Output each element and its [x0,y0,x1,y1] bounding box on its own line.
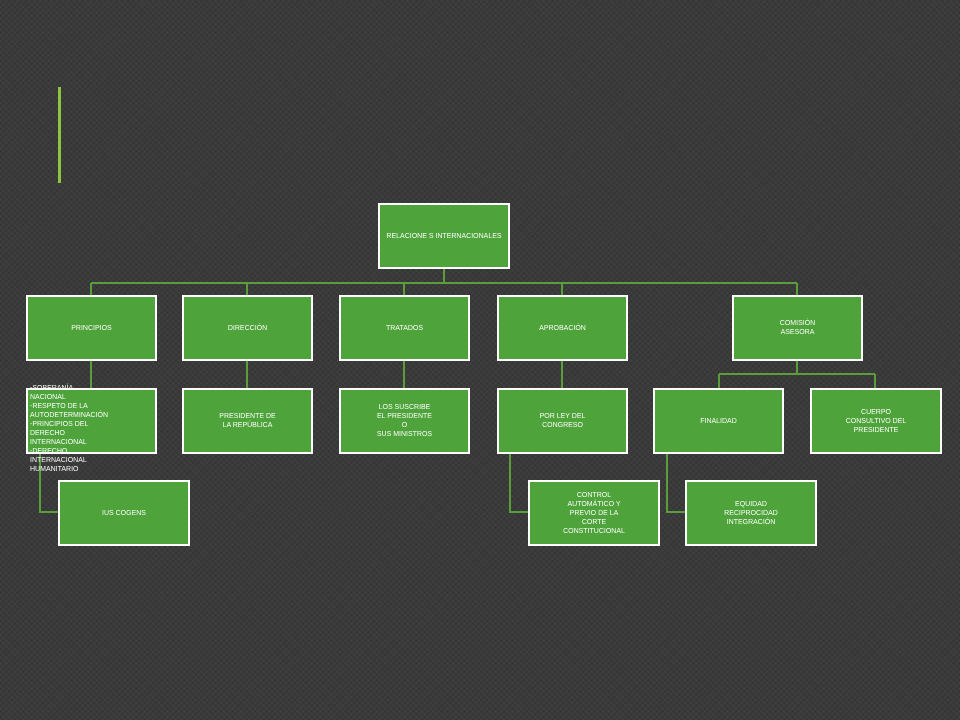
principios-list-text: -SOBERANÍA NACIONAL -RESPETO DE LA AUTOD… [30,385,109,473]
node-direccion: DIRECCIÓN [182,295,313,361]
node-ley-congreso: POR LEY DEL CONGRESO [497,388,628,454]
node-principios-list: -SOBERANÍA NACIONAL -RESPETO DE LA AUTOD… [26,385,157,473]
connector-ius [39,450,60,513]
node-ius-cogens: IUS COGENS [58,480,190,546]
node-principios: PRINCIPIOS [26,295,157,361]
node-suscribe: LOS SUSCRIBE EL PRESIDENTE O SUS MINISTR… [339,388,470,454]
node-comision-asesora: COMISIÓN ASESORA [732,295,863,361]
node-relaciones-internacionales: RELACIONE S INTERNACIONALES [378,203,510,269]
connector-control [509,452,530,513]
node-equidad: EQUIDAD RECIPROCIDAD INTEGRACIÓN [685,480,817,546]
node-cuerpo-consultivo: CUERPO CONSULTIVO DEL PRESIDENTE [810,388,942,454]
node-presidente-republica: PRESIDENTE DE LA REPÚBLICA [182,388,313,454]
node-control-automatico: CONTROL AUTOMÁTICO Y PREVIO DE LA CORTE … [528,480,660,546]
node-aprobacion: APROBACIÓN [497,295,628,361]
accent-bar [58,87,61,183]
node-tratados: TRATADOS [339,295,470,361]
node-finalidad: FINALIDAD [653,388,784,454]
connector-equidad [666,452,687,513]
